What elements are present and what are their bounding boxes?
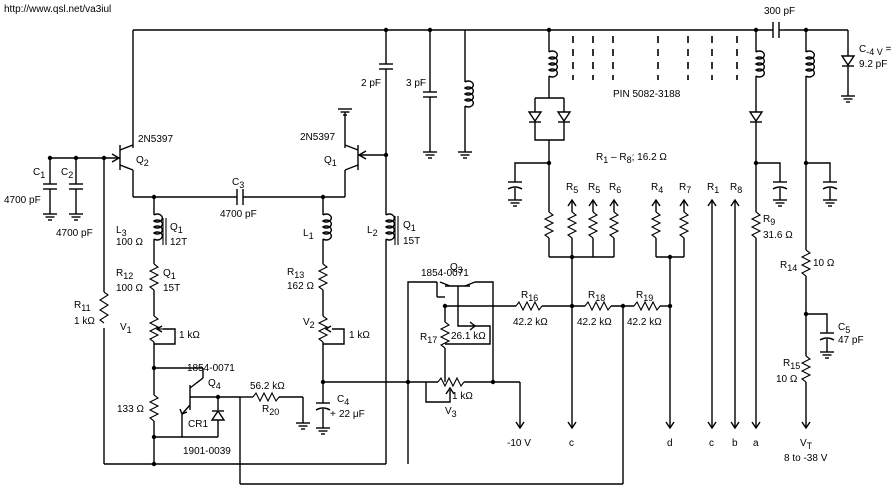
terminal-b: b: [732, 438, 738, 449]
terminal-d: d: [667, 438, 673, 449]
label-r13: R13: [287, 267, 304, 280]
label-r19: R19: [636, 290, 653, 303]
label-r18-value: 42.2 kΩ: [577, 317, 612, 328]
label-v1-value: 1 kΩ: [179, 330, 200, 341]
terminal-a: a: [753, 438, 759, 449]
label-c4-plus: +: [330, 409, 336, 420]
label-r19-value: 42.2 kΩ: [627, 317, 662, 328]
label-c4-value: 22 μF: [339, 409, 365, 420]
label-q4: Q4: [208, 378, 221, 391]
label-c1: C1: [33, 167, 45, 180]
label-cr1: CR1: [188, 419, 208, 430]
label-pin-diode: PIN 5082-3188: [613, 89, 681, 100]
label-l1: L1: [303, 228, 314, 241]
label-r16-value: 42.2 kΩ: [513, 317, 548, 328]
label-l2-turns: 15T: [403, 236, 420, 247]
label-c3: C3: [232, 177, 244, 190]
label-q1-type: 2N5397: [300, 132, 335, 143]
label-r6: R6: [609, 182, 621, 195]
label-c1c2-value-bottom: 4700 pF: [56, 228, 93, 239]
label-vt-range: 8 to -38 V: [784, 453, 828, 464]
label-c-4v: C-4 V =: [859, 44, 892, 57]
label-l3-q: Q1: [170, 222, 183, 235]
label-r133: 133 Ω: [117, 404, 144, 415]
label-l3: L3: [116, 225, 127, 238]
label-r13-value: 162 Ω: [287, 281, 314, 292]
label-cr1-part: 1901-0039: [183, 446, 231, 457]
label-l3-value: 100 Ω: [116, 237, 143, 248]
label-r14-value: 10 Ω: [813, 258, 835, 269]
label-r5a: R5: [566, 182, 578, 195]
terminal-c-1: c: [569, 438, 574, 449]
label-c300: 300 pF: [764, 6, 795, 17]
label-r11: R11: [74, 300, 91, 313]
label-q1: Q1: [324, 155, 337, 168]
label-l2-q: Q1: [403, 220, 416, 233]
label-r18: R18: [588, 290, 605, 303]
label-c4: C4: [337, 394, 349, 407]
label-c5: C5: [838, 322, 850, 335]
label-r15-value: 10 Ω: [776, 374, 798, 385]
label-c2: C2: [61, 167, 73, 180]
label-r9: R9: [763, 214, 775, 227]
label-r12-value: 100 Ω: [116, 283, 143, 294]
label-q3: Q3: [450, 262, 463, 275]
label-q4-part: 1854-0071: [187, 363, 235, 374]
label-r16: R16: [521, 290, 538, 303]
label-r14: R14: [780, 260, 797, 273]
label-r20: R20: [262, 404, 279, 417]
label-r17: R17: [420, 332, 437, 345]
label-c3-value: 4700 pF: [220, 209, 257, 220]
label-r15: R15: [783, 358, 800, 371]
label-r12-q: Q1: [163, 268, 176, 281]
label-q3-part: 1854-0071: [421, 268, 469, 279]
label-r12: R12: [116, 268, 133, 281]
label-vt: VT: [800, 438, 813, 451]
label-c-4v-value: 9.2 pF: [859, 59, 887, 70]
label-v2: V2: [303, 317, 315, 330]
source-url: http://www.qsl.net/va3iul: [4, 4, 111, 15]
label-l3-turns: 12T: [170, 237, 187, 248]
label-l2: L2: [367, 225, 378, 238]
label-r5b: R5: [588, 182, 600, 195]
terminal-c-2: c: [709, 438, 714, 449]
label-q2-type: 2N5397: [138, 134, 173, 145]
label-c2pf: 2 pF: [361, 78, 381, 89]
label-r11-value: 1 kΩ: [74, 316, 95, 327]
label-r7: R7: [679, 182, 691, 195]
label-c3pf: 3 pF: [406, 78, 426, 89]
label-r12-turns: 15T: [163, 283, 180, 294]
label-c5-value: 47 pF: [838, 335, 864, 346]
label-q2: Q2: [136, 155, 149, 168]
label-v3: V3: [445, 406, 457, 419]
label-r1: R1: [707, 182, 719, 195]
label-r8: R8: [730, 182, 742, 195]
label-r17-value: 26.1 kΩ: [451, 331, 486, 342]
label-r1-r8: R1 – R8; 16.2 Ω: [596, 152, 667, 165]
label-minus-10v: -10 V: [507, 438, 531, 449]
label-v2-value: 1 kΩ: [349, 330, 370, 341]
label-v3-value: 1 kΩ: [452, 391, 473, 402]
label-r9-value: 31.6 Ω: [763, 230, 793, 241]
label-r4: R4: [651, 182, 663, 195]
label-c1c2-value-top: 4700 pF: [4, 195, 41, 206]
label-v1: V1: [120, 322, 132, 335]
label-r20-value: 56.2 kΩ: [250, 381, 285, 392]
